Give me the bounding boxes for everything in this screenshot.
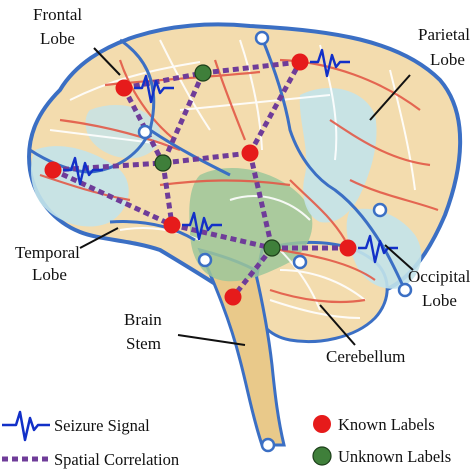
seizure-signal-icon: [63, 156, 103, 186]
label-occipital-line2: Lobe: [422, 291, 457, 310]
unknown-node-n8: [263, 239, 281, 257]
legend-spatial-correlation: Spatial Correlation: [2, 450, 179, 469]
spatial-correlation-edges: [51, 59, 348, 299]
unknown-label-dot-icon: [312, 446, 332, 466]
unknown-node-n5: [154, 154, 172, 172]
known-node-n10: [224, 288, 242, 306]
known-node-n9: [339, 239, 357, 257]
seizure-signals: [63, 48, 398, 264]
seizure-signal-icon: [310, 48, 350, 78]
correlation-edge-n6-n8: [247, 152, 275, 249]
leader-lines: [79, 47, 414, 346]
legend-seizure-signal: Seizure Signal: [2, 410, 150, 442]
known-node-n1: [115, 79, 133, 97]
correlation-edge-n4-n5: [52, 160, 164, 173]
seizure-signal-icon: [134, 74, 174, 104]
unknown-node-n2: [194, 64, 212, 82]
label-cerebellum: Cerebellum: [326, 347, 405, 366]
junction-circles: [137, 30, 413, 453]
known-node-n7: [163, 216, 181, 234]
map-streets: [49, 39, 416, 319]
correlation-edge-n2-n5: [160, 71, 206, 165]
label-brain-stem-line2: Stem: [126, 334, 161, 353]
seizure-signal-icon: [182, 211, 222, 241]
seizure-signal-icon: [2, 410, 50, 442]
correlation-edge-n6-n3: [247, 60, 303, 155]
correlation-edge-n1-n2: [123, 70, 204, 91]
blue-region-right: [299, 87, 377, 223]
known-node-n3: [291, 53, 309, 71]
legend-unknown-labels: Unknown Labels: [312, 446, 451, 466]
correlation-edge-n8-n10: [231, 246, 274, 299]
map-main-roads: [39, 58, 439, 304]
correlation-edge-n7-n8: [171, 222, 273, 251]
seizure-signal-icon: [358, 234, 398, 264]
known-label-dot-icon: [313, 415, 331, 433]
label-parietal-line2: Lobe: [430, 50, 465, 69]
label-parietal-line1: Parietal: [418, 25, 470, 44]
legend-unknown-labels-label: Unknown Labels: [338, 447, 451, 466]
label-temporal-line1: Temporal: [15, 243, 80, 262]
label-brain-stem-line1: Brain: [124, 310, 162, 329]
graph-nodes: [44, 53, 357, 306]
legend-seizure-signal-label: Seizure Signal: [54, 416, 150, 435]
label-frontal-line2: Lobe: [40, 29, 75, 48]
legend: Seizure Signal Spatial Correlation Known…: [2, 410, 451, 469]
label-temporal-line2: Lobe: [32, 265, 67, 284]
legend-spatial-correlation-label: Spatial Correlation: [54, 450, 179, 469]
legend-known-labels: Known Labels: [313, 415, 435, 434]
brain-body: [27, 22, 463, 447]
label-occipital-line1: Occipital: [408, 267, 471, 286]
correlation-edge-n2-n3: [202, 59, 301, 76]
correlation-edge-n5-n7: [160, 162, 175, 226]
known-node-n6: [241, 144, 259, 162]
correlation-edge-n5-n6: [162, 150, 251, 166]
region-labels: Frontal Lobe Parietal Lobe Temporal Lobe…: [15, 5, 471, 366]
correlation-edge-n4-n7: [51, 167, 174, 228]
label-frontal-line1: Frontal: [33, 5, 82, 24]
known-node-n4: [44, 161, 62, 179]
legend-known-labels-label: Known Labels: [338, 415, 435, 434]
